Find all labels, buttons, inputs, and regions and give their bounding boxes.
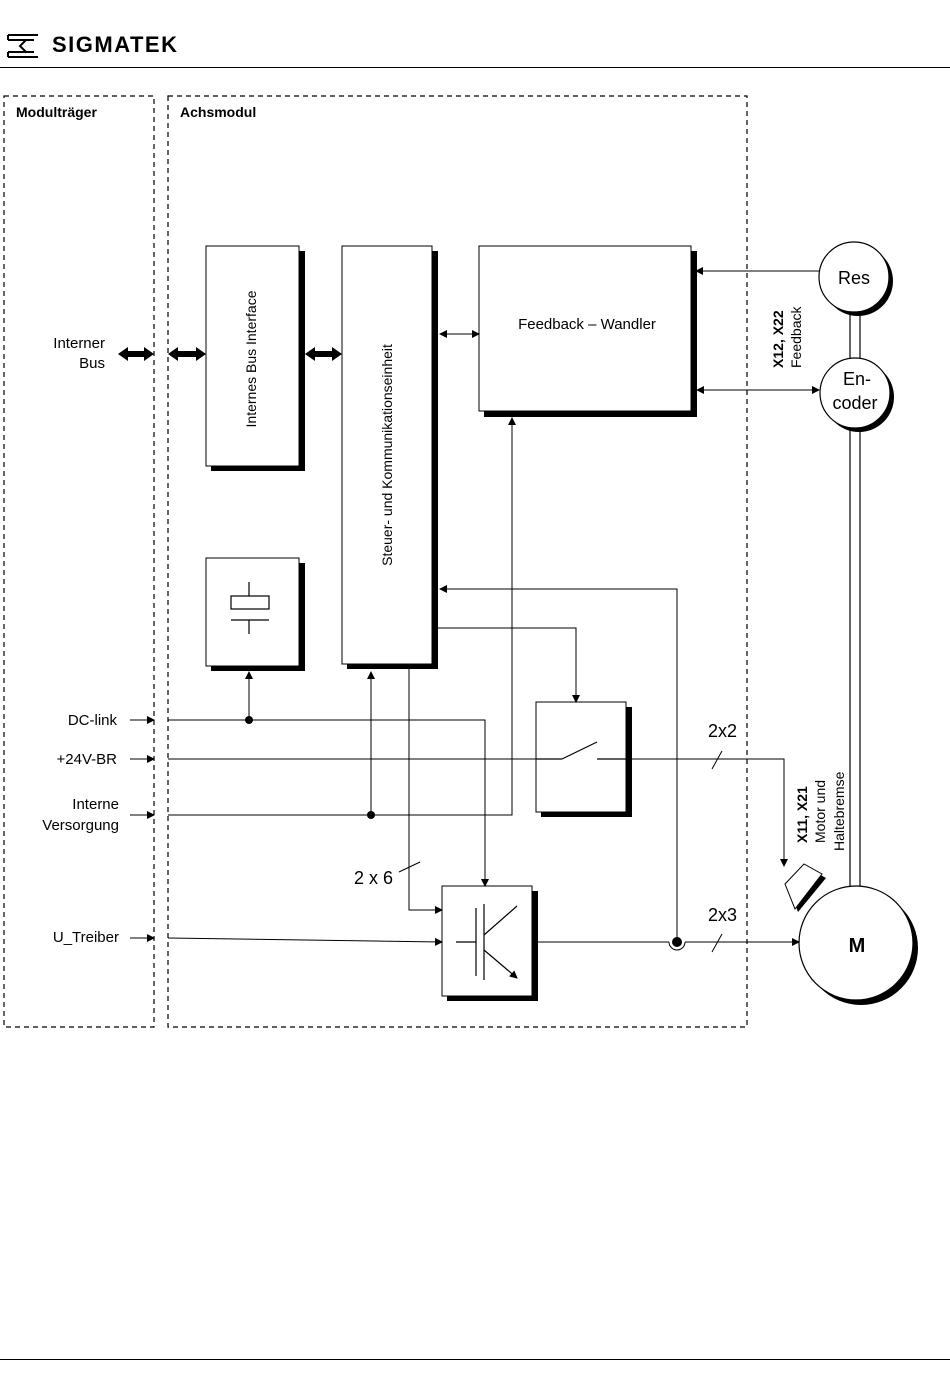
u-driver-label: U_Treiber bbox=[53, 929, 119, 946]
internal-supply-label-line2: Versorgung bbox=[42, 817, 119, 834]
carrier-title: Modulträger bbox=[16, 104, 97, 120]
motor-connector-line2: Haltebremse bbox=[831, 771, 847, 851]
motor-connector-line1: Motor und bbox=[812, 780, 828, 843]
motor-lines-label: 2x3 bbox=[708, 905, 737, 925]
feedback-converter-label: Feedback – Wandler bbox=[518, 316, 656, 333]
internal-supply-label-line1: Interne bbox=[72, 796, 119, 813]
motor-ports-label: X11, X21 bbox=[794, 786, 810, 843]
footer-rule bbox=[0, 1359, 950, 1360]
resolver-label: Res bbox=[838, 268, 870, 288]
bus-interface-label: Internes Bus Interface bbox=[243, 290, 259, 427]
encoder-label-line1: En- bbox=[843, 369, 871, 389]
encoder-label-line2: coder bbox=[832, 393, 877, 413]
capacitor-block bbox=[206, 558, 299, 666]
axis-module-title: Achsmodul bbox=[180, 104, 256, 120]
dc-link-label: DC-link bbox=[68, 712, 118, 729]
motor-label: M bbox=[849, 935, 866, 957]
internal-bus-label-line2: Bus bbox=[79, 355, 105, 372]
internal-bus-label-line1: Interner bbox=[53, 335, 105, 352]
plus24v-label: +24V-BR bbox=[57, 751, 118, 768]
carrier-region bbox=[4, 96, 154, 1027]
brake-switch-block bbox=[536, 702, 626, 812]
feedback-connector-label: Feedback bbox=[788, 306, 804, 368]
control-unit-label: Steuer- und Kommunikationseinheit bbox=[379, 344, 395, 566]
bus-count-label: 2 x 6 bbox=[354, 868, 393, 888]
inverter-block bbox=[442, 886, 532, 996]
feedback-ports-label: X12, X22 bbox=[770, 310, 786, 368]
brake-lines-label: 2x2 bbox=[708, 721, 737, 741]
